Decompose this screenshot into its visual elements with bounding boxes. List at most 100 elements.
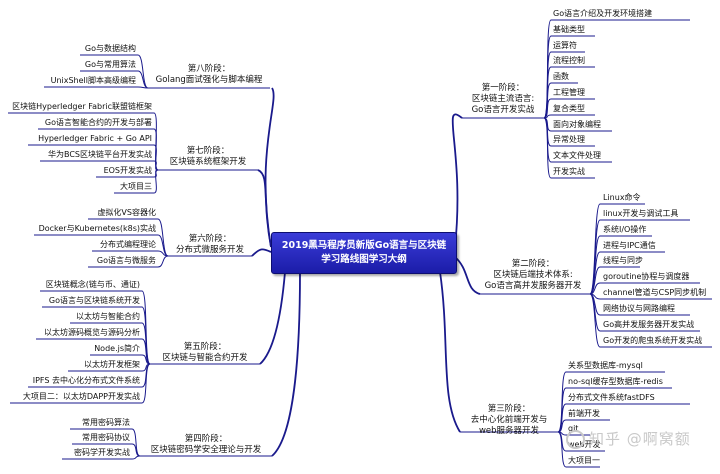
stage-1-subtitle: 区块链主流语言: — [471, 94, 535, 104]
stage-2-item[interactable]: Linux命令 — [603, 193, 641, 202]
stage-8-item[interactable]: Go与数据结构 — [84, 44, 136, 53]
stage-4-item[interactable]: 密码学开发实战 — [74, 448, 130, 457]
connector-line — [439, 271, 461, 433]
stage-5-item[interactable]: 以太坊开发框架 — [84, 360, 140, 369]
stage-2-item[interactable]: goroutine协程与调度器 — [603, 272, 690, 281]
stage-5-item[interactable]: 以太坊源码概览与源码分析 — [44, 328, 140, 337]
stage-2-item[interactable]: channel管道与CSP同步机制 — [603, 288, 707, 297]
stage-1-item[interactable]: 基础类型 — [553, 25, 585, 34]
stage-2-subtitle-2: Go语言高并发服务器开发 — [484, 281, 582, 291]
stage-1-item[interactable]: 流程控制 — [553, 56, 585, 65]
stage-1-topic[interactable]: 第一阶段： 区块链主流语言: Go语言开发实战 — [462, 83, 544, 116]
stage-8-item[interactable]: UnixShell脚本高级编程 — [50, 76, 136, 85]
stage-5-item[interactable]: 大项目二：以太坊DAPP开发实战 — [22, 392, 140, 401]
stage-2-item[interactable]: linux开发与调试工具 — [603, 209, 679, 218]
stage-3-subtitle-2: web服务器开发 — [478, 426, 540, 436]
stage-3-item[interactable]: web开发 — [568, 440, 601, 449]
stage-5-item[interactable]: 以太坊与智能合约 — [76, 312, 140, 321]
connector-line — [141, 363, 151, 404]
stage-2-item[interactable]: Go高并发服务器开发实战 — [603, 320, 695, 329]
connector-line — [157, 255, 169, 268]
stage-4-item[interactable]: 常用密码协议 — [82, 433, 130, 442]
stage-5-topic[interactable]: 第五阶段： 区块链与智能合约开发 — [150, 342, 260, 364]
stage-1-item[interactable]: Go语言介绍及开发环境搭建 — [553, 9, 653, 18]
stage-2-item[interactable]: 进程与IPC通信 — [603, 241, 656, 250]
stage-2-subtitle: 区块链后端技术体系: — [493, 270, 573, 280]
stage-1-item[interactable]: 异常处理 — [553, 135, 585, 144]
stage-3-topic[interactable]: 第三阶段： 去中心化前端开发与 web服务器开发 — [460, 404, 558, 437]
connector-line — [454, 256, 481, 295]
stage-3-item[interactable]: git — [568, 424, 579, 433]
root-topic[interactable]: 2019黑马程序员新版Go语言与区块链 学习路线图学习大纲 — [271, 232, 457, 274]
stage-3-item[interactable]: 前端开发 — [568, 409, 600, 418]
stage-5-title: 第五阶段： — [183, 342, 227, 352]
stage-1-item[interactable]: 运算符 — [553, 41, 577, 50]
connector-line — [543, 117, 552, 179]
stage-8-title: 第八阶段： — [187, 64, 231, 74]
stage-6-item[interactable]: Docker与Kubernetes(k8s)实战 — [38, 224, 156, 233]
stage-7-item[interactable]: 区块链Hyperledger Fabric联盟链框架 — [12, 102, 152, 111]
stage-1-item[interactable]: 工程管理 — [553, 88, 585, 97]
stage-1-subtitle-2: Go语言开发实战 — [471, 105, 535, 115]
stage-2-item[interactable]: 线程与同步 — [603, 256, 643, 265]
stage-5-item[interactable]: Go语言与区块链系统开发 — [48, 296, 140, 305]
stage-3-item[interactable]: 分布式文件系统fastDFS — [568, 393, 655, 402]
stage-3-subtitle: 去中心化前端开发与 — [470, 415, 548, 425]
stage-2-item[interactable]: 系统I/O操作 — [603, 225, 647, 234]
connector-line — [153, 144, 159, 171]
stage-7-item[interactable]: 华为BCS区块链平台开发实战 — [47, 150, 152, 159]
stage-3-item[interactable]: 关系型数据库-mysql — [568, 361, 643, 370]
stage-8-topic[interactable]: 第八阶段： Golang面试强化与脚本编程 — [148, 64, 270, 86]
root-title-line2: 学习路线图学习大纲 — [321, 254, 407, 265]
stage-1-title: 第一阶段： — [481, 83, 525, 93]
stage-6-item[interactable]: 虚拟化VS容器化 — [97, 208, 156, 217]
stage-4-title: 第四阶段： — [184, 434, 228, 444]
stage-2-item[interactable]: 网络协议与网路编程 — [603, 304, 675, 313]
connector-line — [137, 86, 149, 89]
stage-6-item[interactable]: Go语言与微服务 — [96, 256, 156, 265]
stage-2-topic[interactable]: 第二阶段： 区块链后端技术体系: Go语言高并发服务器开发 — [478, 259, 588, 292]
zhihu-logo-icon — [566, 430, 585, 449]
connector-line — [451, 113, 463, 248]
stage-5-item[interactable]: IPFS 去中心化分布式文件系统 — [32, 376, 140, 385]
stage-1-item[interactable]: 面向对象编程 — [553, 120, 601, 129]
stage-8-item[interactable]: Go与常用算法 — [84, 60, 136, 69]
stage-7-title: 第七阶段： — [186, 146, 230, 156]
stage-7-item[interactable]: EOS开发实战 — [103, 166, 152, 175]
watermark-text: 知乎 @啊窝额 — [589, 430, 691, 448]
connector-line — [131, 455, 141, 460]
connector-line — [251, 248, 272, 257]
stage-2-item[interactable]: Go开发的爬虫系统开发实战 — [603, 336, 703, 345]
stage-7-item[interactable]: Go语言智能合约的开发与部署 — [44, 118, 152, 127]
stage-6-title: 第六阶段： — [188, 234, 232, 244]
stage-1-item[interactable]: 开发实战 — [553, 167, 585, 176]
stage-4-topic[interactable]: 第四阶段： 区块链密码学安全理论与开发 — [140, 434, 272, 456]
connector-line — [157, 218, 169, 257]
stage-1-item[interactable]: 函数 — [553, 72, 569, 81]
connector-line — [153, 169, 159, 194]
stage-7-item[interactable]: 大项目三 — [120, 182, 152, 191]
stage-5-subtitle: 区块链与智能合约开发 — [162, 353, 248, 363]
stage-6-topic[interactable]: 第六阶段： 分布式微服务开发 — [168, 234, 252, 256]
stage-4-item[interactable]: 常用密码算法 — [82, 418, 130, 427]
stage-7-subtitle: 区块链系统框架开发 — [169, 157, 247, 167]
stage-7-topic[interactable]: 第七阶段： 区块链系统框架开发 — [158, 146, 258, 168]
connector-line — [557, 431, 567, 468]
stage-1-item[interactable]: 复合类型 — [553, 104, 585, 113]
stage-5-item[interactable]: 区块链概念(链与币、通证) — [45, 280, 140, 289]
stage-1-item[interactable]: 文本文件处理 — [553, 151, 601, 160]
connector-line — [271, 271, 301, 457]
watermark: 知乎 @啊窝额 — [566, 428, 691, 449]
root-title-line1: 2019黑马程序员新版Go语言与区块链 — [281, 240, 447, 251]
stage-6-subtitle: 分布式微服务开发 — [175, 245, 244, 255]
stage-3-item[interactable]: 大项目一 — [568, 456, 600, 465]
stage-8-subtitle: Golang面试强化与脚本编程 — [155, 75, 263, 85]
stage-3-title: 第三阶段： — [487, 404, 531, 414]
stage-7-item[interactable]: Hyperledger Fabric + Go API — [38, 134, 152, 143]
stage-3-item[interactable]: no-sql缓存型数据库-redis — [568, 377, 663, 386]
connector-line — [589, 293, 601, 348]
stage-2-title: 第二阶段： — [511, 259, 555, 269]
stage-5-item[interactable]: Node.js简介 — [94, 344, 140, 353]
stage-6-item[interactable]: 分布式编程理论 — [100, 240, 156, 249]
